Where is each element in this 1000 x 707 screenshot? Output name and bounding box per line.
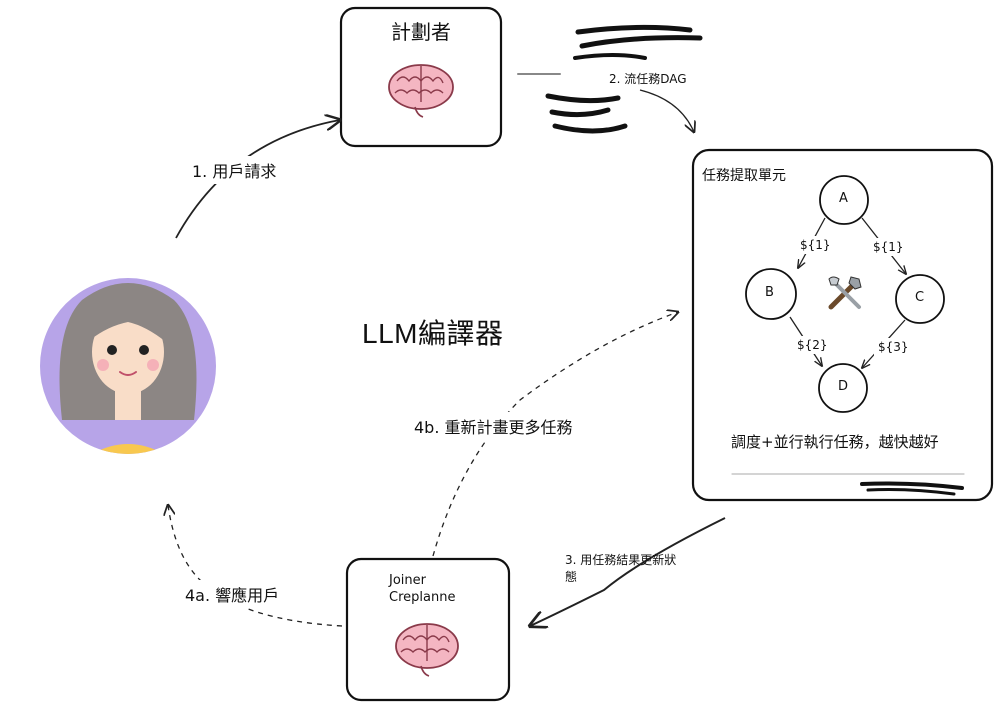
dag-node-b-label: B	[765, 285, 774, 300]
edge-label-user-request: 1. 用戶請求	[188, 156, 281, 184]
joiner-title: Joiner Creplanne	[389, 572, 455, 606]
edge-label-replan: 4b. 重新計畫更多任務	[410, 412, 577, 440]
brain-icon	[395, 623, 459, 677]
dag-node-a-label: A	[839, 191, 848, 206]
edge-label-respond: 4a. 響應用戶	[181, 580, 284, 608]
executor-caption: 調度+並行執行任務，越快越好	[731, 433, 939, 451]
edge-label-stream-dag: 2. 流任務DAG	[605, 68, 691, 89]
dag-node-c-label: C	[915, 290, 925, 305]
executor-scribble	[731, 473, 965, 496]
dag-node-d	[818, 363, 868, 413]
edge-label-update-state-line1: 3. 用任務結果更新狀	[565, 553, 677, 567]
dep-label-a-c: ${1}	[869, 238, 908, 256]
arrow-respond	[168, 505, 343, 627]
scribble-decoration	[517, 24, 703, 134]
dep-label-c-d: ${3}	[874, 338, 913, 356]
arrow-stream-dag	[639, 89, 694, 132]
joiner-title-line2: Creplanne	[389, 590, 456, 605]
arrow-replan	[432, 312, 678, 557]
arrow-update-state	[530, 517, 726, 626]
dag-node-c	[895, 274, 945, 324]
dag-node-d-label: D	[838, 379, 849, 394]
avatar-icon	[40, 278, 216, 454]
dag-node-b	[745, 268, 797, 320]
dep-label-a-b: ${1}	[796, 236, 835, 254]
diagram-title: LLM編譯器	[362, 318, 504, 349]
dep-label-b-d: ${2}	[793, 336, 832, 354]
executor-title: 任務提取單元	[702, 168, 786, 184]
tools-icon	[828, 276, 862, 310]
edge-label-update-state: 3. 用任務結果更新狀 態	[565, 552, 676, 586]
planner-title: 計劃者	[391, 20, 451, 44]
joiner-title-line1: Joiner	[389, 573, 426, 588]
dag-node-a	[819, 175, 869, 225]
brain-icon	[388, 64, 454, 118]
executor-box	[691, 148, 994, 502]
edge-label-update-state-line2: 態	[565, 570, 578, 584]
